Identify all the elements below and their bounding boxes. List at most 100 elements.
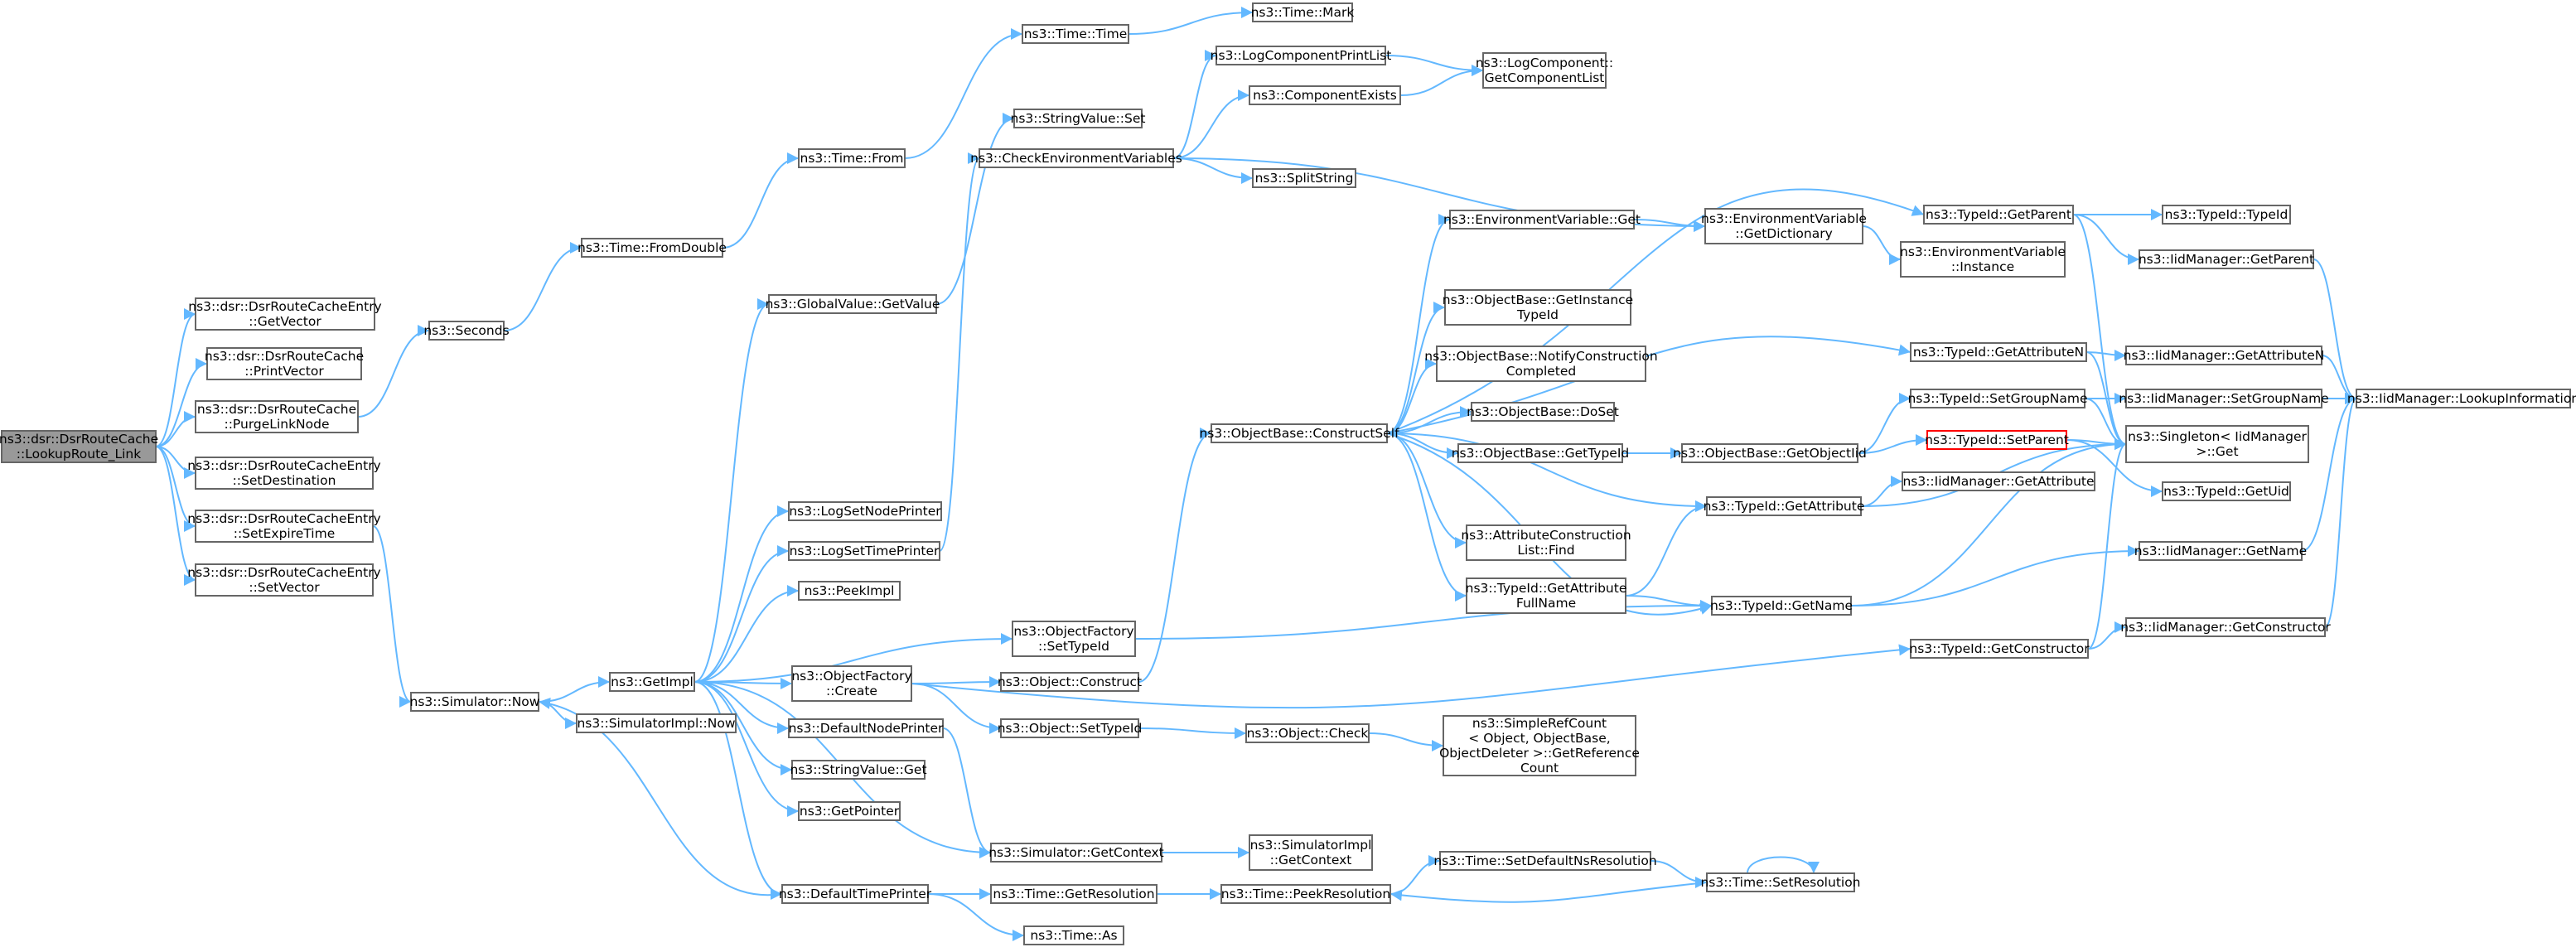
edge-path (2324, 393, 2357, 628)
node-iidGetAttrN[interactable]: ns3::IidManager::GetAttributeN (2124, 346, 2325, 365)
node-iidGetAttr[interactable]: ns3::IidManager::GetAttribute (1902, 471, 2095, 491)
node-iidGetParent[interactable]: ns3::IidManager::GetParent (2139, 249, 2314, 269)
node-simNow[interactable]: ns3::Simulator::Now (410, 692, 540, 712)
edge-path (155, 358, 208, 447)
node-tidGetAttrN[interactable]: ns3::TypeId::GetAttributeN (1910, 342, 2087, 362)
node-simImplGetContext[interactable]: ns3::SimulatorImpl::GetContext (1249, 834, 1373, 871)
node-iidLookup[interactable]: ns3::IidManager::LookupInformation (2347, 389, 2576, 408)
node-logCompPrint[interactable]: ns3::LogComponentPrintList (1211, 46, 1392, 65)
edge-purgeLinkNode-to-seconds (357, 325, 430, 418)
node-box (2162, 205, 2291, 225)
node-tidGetName[interactable]: ns3::TypeId::GetName (1710, 596, 1853, 616)
node-splitString[interactable]: ns3::SplitString (1252, 168, 1356, 188)
node-tidTypeId[interactable]: ns3::TypeId::TypeId (2162, 205, 2291, 225)
node-box (1013, 109, 1143, 128)
edge-defNodePrinter-to-simGetContext (942, 727, 992, 858)
node-envInstance[interactable]: ns3::EnvironmentVariable::Instance (1900, 241, 2066, 278)
edge-simNow-to-getImpl (538, 676, 611, 703)
node-envGetDict[interactable]: ns3::EnvironmentVariable::GetDictionary (1701, 208, 1867, 244)
node-peekRes[interactable]: ns3::Time::PeekResolution (1220, 884, 1391, 904)
node-defNodePrinter[interactable]: ns3::DefaultNodePrinter (788, 718, 944, 738)
node-getCompList[interactable]: ns3::LogComponent::GetComponentList (1476, 52, 1613, 89)
node-simGetContext[interactable]: ns3::Simulator::GetContext (988, 843, 1164, 863)
node-box (1436, 346, 1646, 382)
node-simImplNow[interactable]: ns3::SimulatorImpl::Now (576, 713, 737, 733)
node-setDefNsRes[interactable]: ns3::Time::SetDefaultNsResolution (1433, 851, 1657, 871)
node-constructSelf[interactable]: ns3::ObjectBase::ConstructSelf (1199, 423, 1399, 443)
node-doSet[interactable]: ns3::ObjectBase::DoSet (1467, 402, 1619, 422)
node-iidSetGroup[interactable]: ns3::IidManager::SetGroupName (2119, 389, 2329, 408)
node-timeTime[interactable]: ns3::Time::Time (1022, 24, 1129, 44)
node-box (1000, 718, 1139, 738)
node-getImpl[interactable]: ns3::GetImpl (609, 672, 695, 692)
node-envGet[interactable]: ns3::EnvironmentVariable::Get (1443, 210, 1641, 230)
node-defTimePrinter[interactable]: ns3::DefaultTimePrinter (779, 884, 932, 904)
node-seconds[interactable]: ns3::Seconds (423, 321, 510, 341)
node-label: ns3::dsr::DsrRouteCache (197, 402, 356, 417)
node-tidGetUid[interactable]: ns3::TypeId::GetUid (2162, 481, 2291, 501)
node-timeFrom[interactable]: ns3::Time::From (798, 148, 906, 168)
node-label: ns3::ObjectFactory (791, 669, 911, 684)
edge-root-to-getVectorE (155, 308, 196, 447)
node-label: ns3::ObjectBase::ConstructSelf (1199, 426, 1399, 441)
edge-iidGetConstr-to-iidLookup (2324, 393, 2357, 628)
node-iidGetName[interactable]: ns3::IidManager::GetName (2134, 541, 2307, 561)
node-timeAs[interactable]: ns3::Time::As (1023, 925, 1124, 945)
node-setVectorE[interactable]: ns3::dsr::DsrRouteCacheEntry::SetVector (187, 563, 381, 597)
node-notifyConstr[interactable]: ns3::ObjectBase::NotifyConstructionCompl… (1424, 346, 1658, 382)
node-getPointer[interactable]: ns3::GetPointer (798, 801, 901, 821)
node-stringGet[interactable]: ns3::StringValue::Get (790, 760, 927, 780)
edge-path (1172, 89, 1250, 159)
node-tidGetParent[interactable]: ns3::TypeId::GetParent (1923, 205, 2074, 225)
node-label: ns3::TypeId::GetParent (1926, 207, 2071, 222)
edge-envGet-to-envGetDict (1633, 219, 1706, 232)
node-objCheck[interactable]: ns3::Object::Check (1245, 723, 1370, 743)
node-box (1, 430, 157, 463)
node-printVector[interactable]: ns3::dsr::DsrRouteCache::PrintVector (205, 347, 364, 380)
node-root[interactable]: ns3::dsr::DsrRouteCache::LookupRoute_Lin… (0, 430, 158, 463)
edge-constructSelf-to-tidGetAttrFull (1386, 433, 1467, 602)
node-logSetTime[interactable]: ns3::LogSetTimePrinter (788, 541, 940, 561)
edge-path (935, 113, 1015, 305)
node-objFactSetTypeId[interactable]: ns3::ObjectFactory::SetTypeId (1012, 621, 1136, 657)
node-setRes[interactable]: ns3::Time::SetResolution (1700, 872, 1861, 892)
node-simpleRef[interactable]: ns3::SimpleRefCount< Object, ObjectBase,… (1439, 715, 1640, 776)
node-label: ns3::SplitString (1255, 171, 1354, 186)
node-checkEnv[interactable]: ns3::CheckEnvironmentVariables (970, 148, 1182, 168)
edge-path (2085, 349, 2127, 361)
node-timeMark[interactable]: ns3::Time::Mark (1251, 2, 1355, 22)
node-label: ns3::ObjectFactory (1013, 624, 1133, 639)
node-timeGetRes[interactable]: ns3::Time::GetResolution (990, 884, 1158, 904)
edge-path (538, 701, 578, 729)
node-fromDouble[interactable]: ns3::Time::FromDouble (578, 238, 727, 258)
node-singletonGet[interactable]: ns3::Singleton< IidManager>::Get (2125, 425, 2309, 463)
node-stringSet[interactable]: ns3::StringValue::Set (1011, 109, 1146, 128)
node-tidGetAttr[interactable]: ns3::TypeId::GetAttribute (1704, 496, 1865, 516)
node-getVectorE[interactable]: ns3::dsr::DsrRouteCacheEntry::GetVector (188, 297, 382, 331)
node-tidGetConstr[interactable]: ns3::TypeId::GetConstructor (1909, 639, 2090, 659)
node-tidSetParent[interactable]: ns3::TypeId::SetParent (1925, 430, 2069, 450)
node-objSetTypeId[interactable]: ns3::Object::SetTypeId (998, 718, 1143, 738)
edge-tidGetAttrN-to-iidGetAttrN (2085, 349, 2127, 361)
node-logSetNode[interactable]: ns3::LogSetNodePrinter (788, 501, 942, 521)
edge-path (155, 446, 196, 586)
node-box (979, 148, 1174, 168)
node-obGetTypeId[interactable]: ns3::ObjectBase::GetTypeId (1452, 443, 1630, 463)
node-objFactCreate[interactable]: ns3::ObjectFactory::Create (791, 665, 912, 702)
node-iidGetConstr[interactable]: ns3::IidManager::GetConstructor (2120, 617, 2331, 637)
node-compExists[interactable]: ns3::ComponentExists (1249, 85, 1401, 105)
node-globalGetValue[interactable]: ns3::GlobalValue::GetValue (766, 294, 940, 314)
node-setExpireTime[interactable]: ns3::dsr::DsrRouteCacheEntry::SetExpireT… (187, 510, 381, 543)
node-peekImpl[interactable]: ns3::PeekImpl (798, 581, 901, 601)
node-setDestination[interactable]: ns3::dsr::DsrRouteCacheEntry::SetDestina… (187, 457, 381, 490)
node-objConstruct[interactable]: ns3::Object::Construct (998, 672, 1142, 692)
node-purgeLinkNode[interactable]: ns3::dsr::DsrRouteCache::PurgeLinkNode (195, 400, 359, 433)
edge-root-to-setExpireTime (155, 446, 196, 532)
node-getObjectIid[interactable]: ns3::ObjectBase::GetObjectIid (1673, 443, 1867, 463)
node-tidSetGroup[interactable]: ns3::TypeId::SetGroupName (1907, 389, 2088, 408)
node-label: List::Find (1517, 543, 1574, 558)
node-box (1444, 289, 1631, 326)
